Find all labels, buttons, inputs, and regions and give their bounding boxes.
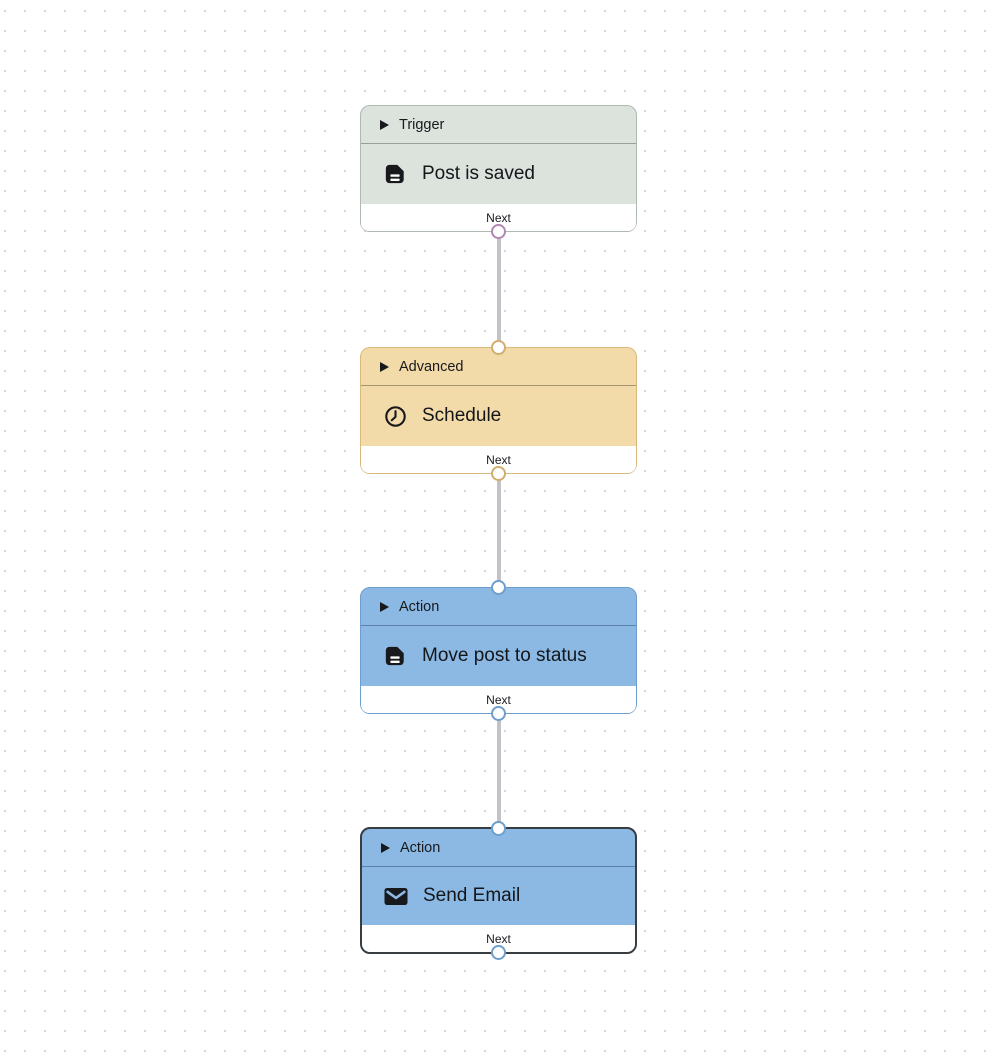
workflow-node-schedule[interactable]: Advanced Schedule Next xyxy=(360,340,637,481)
node-category-label: Trigger xyxy=(399,116,445,133)
node-header[interactable]: Advanced xyxy=(361,348,636,386)
collapse-triangle-icon xyxy=(380,119,389,130)
node-category-label: Action xyxy=(400,839,441,856)
node-category-label: Advanced xyxy=(399,358,464,375)
collapse-triangle-icon xyxy=(380,601,389,612)
node-body: Move post to status xyxy=(361,626,636,686)
clock-icon xyxy=(383,405,407,428)
node-body: Post is saved xyxy=(361,144,636,204)
input-port[interactable] xyxy=(491,580,506,595)
node-title: Schedule xyxy=(422,405,502,426)
node-body: Send Email xyxy=(362,867,635,925)
output-port[interactable] xyxy=(491,466,506,481)
connector-line xyxy=(496,232,501,347)
email-icon xyxy=(384,887,408,906)
node-body: Schedule xyxy=(361,386,636,446)
output-port[interactable] xyxy=(491,945,506,960)
collapse-triangle-icon xyxy=(381,842,390,853)
workflow-node-move-post[interactable]: Action Move post to status Next xyxy=(360,580,637,721)
connector-line xyxy=(496,473,501,588)
node-header[interactable]: Trigger xyxy=(361,106,636,144)
document-icon xyxy=(383,645,407,667)
output-port[interactable] xyxy=(491,706,506,721)
workflow-node-send-email[interactable]: Action Send Email Next xyxy=(360,821,637,960)
input-port[interactable] xyxy=(491,340,506,355)
document-icon xyxy=(383,163,407,185)
node-title: Send Email xyxy=(423,885,521,906)
workflow-node-trigger[interactable]: Trigger Post is saved Next xyxy=(360,105,637,239)
node-header[interactable]: Action xyxy=(361,588,636,626)
node-title: Post is saved xyxy=(422,163,535,184)
node-header[interactable]: Action xyxy=(362,829,635,867)
connector-line xyxy=(496,713,501,828)
output-port[interactable] xyxy=(491,224,506,239)
node-title: Move post to status xyxy=(422,645,587,666)
node-category-label: Action xyxy=(399,598,440,615)
collapse-triangle-icon xyxy=(380,361,389,372)
input-port[interactable] xyxy=(491,821,506,836)
